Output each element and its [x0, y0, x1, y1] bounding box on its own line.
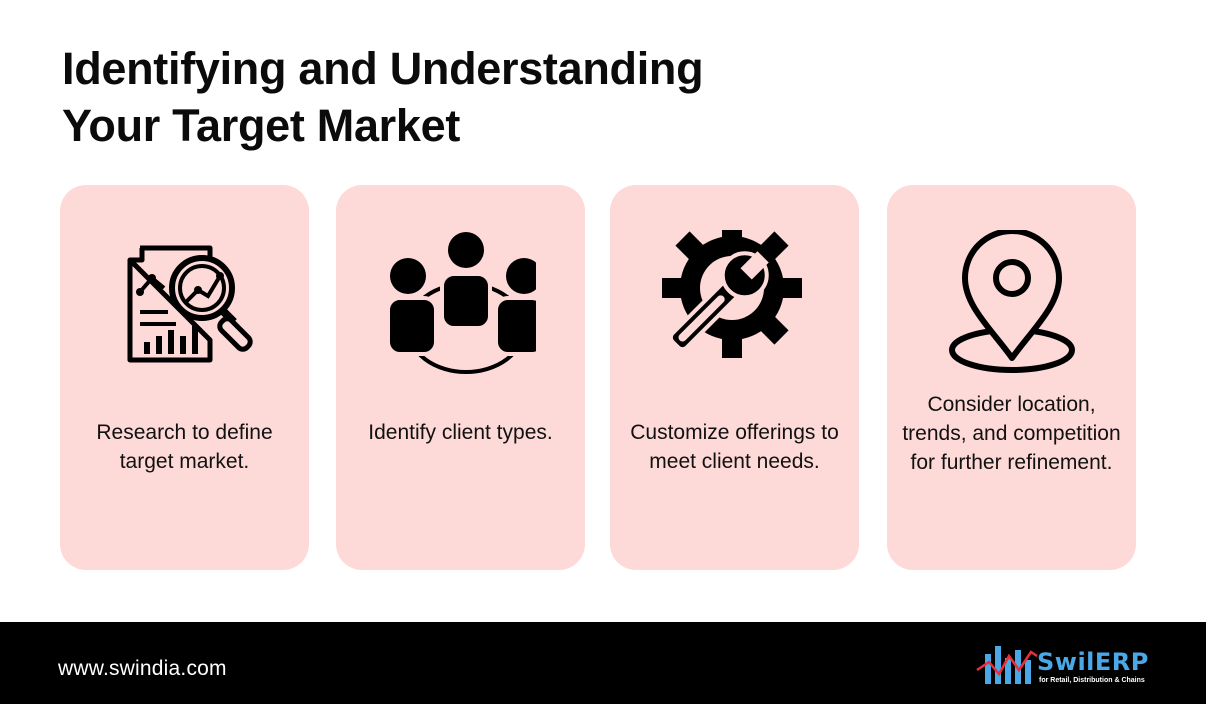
- card-customize: Customize offerings to meet client needs…: [610, 185, 859, 570]
- card-text: Research to define target market.: [96, 421, 273, 473]
- title-line-1: Identifying and Understanding: [62, 43, 704, 94]
- card-text: Identify client types.: [368, 421, 553, 444]
- page-title: Identifying and Understanding Your Targe…: [62, 40, 962, 154]
- website-link[interactable]: www.swindia.com: [58, 657, 227, 680]
- market-research-icon: [110, 230, 260, 380]
- client-group-icon: [385, 230, 536, 380]
- logo-name: SwilERP: [1037, 648, 1149, 676]
- card-research: Research to define target market.: [60, 185, 309, 570]
- title-line-2: Your Target Market: [62, 100, 461, 151]
- swilerp-logo: SwilERP for Retail, Distribution & Chain…: [975, 640, 1175, 690]
- card-client-types: Identify client types.: [336, 185, 585, 570]
- logo-mark-icon: [976, 646, 1038, 684]
- card-text: Customize offerings to meet client needs…: [630, 421, 839, 473]
- card-location: Consider location, trends, and competiti…: [887, 185, 1136, 570]
- footer: www.swindia.com SwilERP for Retail, Dist…: [0, 622, 1206, 704]
- logo-tagline: for Retail, Distribution & Chains: [1039, 677, 1145, 684]
- card-text: Consider location, trends, and competiti…: [902, 393, 1121, 474]
- gear-wrench-icon: [660, 230, 810, 380]
- location-pin-icon: [937, 230, 1087, 380]
